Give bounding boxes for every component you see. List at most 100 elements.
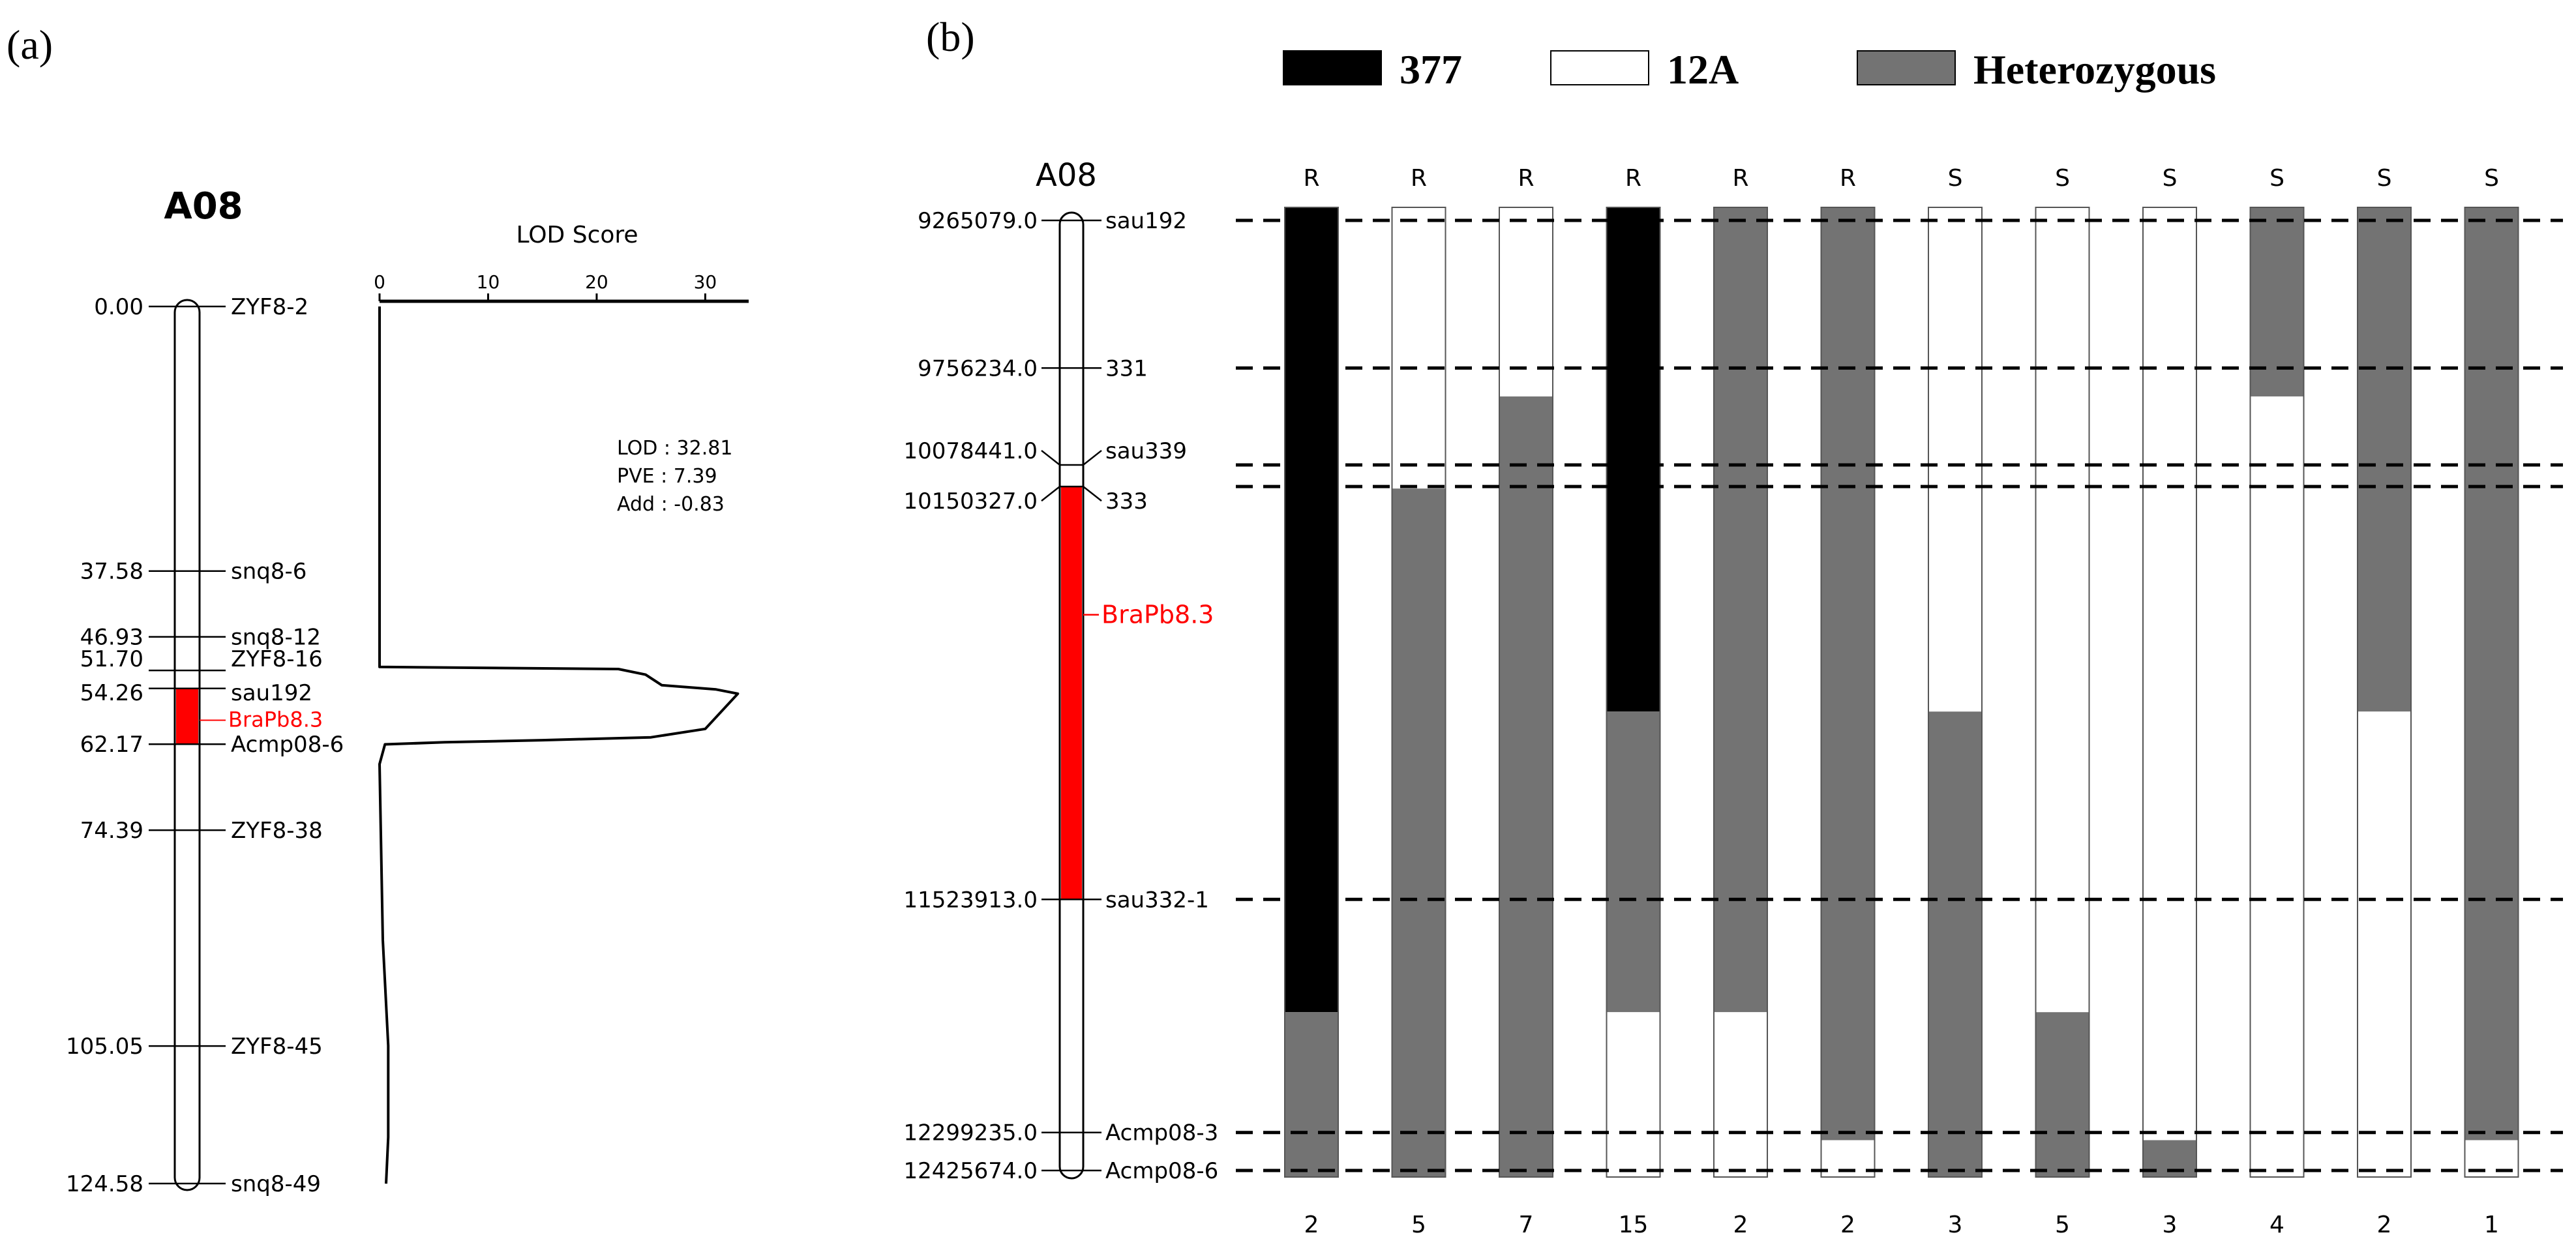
lod-tick-label: 20 bbox=[585, 271, 608, 293]
marker-name-b: 331 bbox=[1105, 355, 1148, 381]
marker-position-a: 37.58 bbox=[80, 559, 143, 585]
phenotype-label: R bbox=[1732, 165, 1748, 192]
individual-count: 1 bbox=[2484, 1212, 2499, 1238]
genotype-segment bbox=[2035, 207, 2089, 1013]
legend-swatch bbox=[1283, 50, 1382, 85]
phenotype-label: S bbox=[2163, 165, 2178, 192]
phenotype-label: S bbox=[2377, 165, 2392, 192]
marker-position-b: 9265079.0 bbox=[918, 208, 1038, 234]
marker-position-b: 12425674.0 bbox=[904, 1158, 1038, 1184]
genotype-bar-outline bbox=[1820, 207, 1876, 1178]
genotype-bar-outline bbox=[1928, 207, 1983, 1178]
marker-name-a: snq8-12 bbox=[231, 625, 321, 651]
individual-count: 5 bbox=[1411, 1212, 1426, 1238]
marker-position-a: 124.58 bbox=[66, 1171, 143, 1197]
genotype-bar-outline bbox=[2142, 207, 2197, 1178]
genotype-segment bbox=[2143, 207, 2196, 1140]
qtl-label-b: BraPb8.3 bbox=[1101, 601, 1214, 629]
panel-a-chromosome-title: A08 bbox=[164, 185, 243, 228]
chromosome-a08-bar bbox=[173, 299, 201, 1191]
marker-line-b bbox=[1041, 449, 1102, 466]
panel-b-physical-map: 9265079.0 sau192 9756234.0 331 10078441.0 sau… bbox=[904, 208, 1219, 1184]
individual-count: 2 bbox=[1840, 1212, 1855, 1238]
marker-name-b: sau332-1 bbox=[1105, 887, 1209, 913]
phenotype-label: R bbox=[1303, 165, 1319, 192]
genotype-segment bbox=[1285, 207, 1338, 1013]
qtl-region-a bbox=[176, 688, 198, 745]
qtl-label-a: BraPb8.3 bbox=[228, 708, 323, 732]
marker-name-a: ZYF8-16 bbox=[231, 646, 323, 672]
marker-name-b: sau192 bbox=[1105, 208, 1187, 234]
genotype-bar-outline bbox=[2035, 207, 2090, 1178]
genotype-segment bbox=[2035, 1012, 2089, 1177]
marker-position-a: 62.17 bbox=[80, 732, 143, 758]
legend-label: 12A bbox=[1667, 46, 1739, 93]
genotype-segment bbox=[1928, 711, 1982, 1177]
phenotype-label: R bbox=[1411, 165, 1427, 192]
marker-position-a: 54.26 bbox=[80, 680, 143, 706]
marker-position-a: 46.93 bbox=[80, 625, 143, 651]
phenotype-label: R bbox=[1518, 165, 1534, 192]
genotype-segment bbox=[2358, 207, 2411, 712]
marker-position-b: 10150327.0 bbox=[904, 488, 1038, 514]
panel-b-label: (b) bbox=[926, 14, 975, 60]
genotype-segment bbox=[2250, 207, 2304, 396]
genotype-bar-outline bbox=[1391, 207, 1446, 1178]
lod-stat-lod: LOD : 32.81 bbox=[617, 437, 732, 460]
marker-name-a: ZYF8-38 bbox=[231, 818, 323, 844]
genotype-bar-outline bbox=[1499, 207, 1553, 1178]
panel-a-label: (a) bbox=[7, 22, 53, 68]
marker-name-b: Acmp08-3 bbox=[1105, 1120, 1218, 1146]
marker-line-b bbox=[1041, 485, 1102, 502]
individual-count: 15 bbox=[1619, 1212, 1649, 1238]
marker-position-b: 11523913.0 bbox=[904, 887, 1038, 913]
genotype-segment bbox=[1392, 488, 1446, 1177]
marker-name-a: snq8-6 bbox=[231, 559, 307, 585]
panel-a-lod-plot: LOD Score LOD : 32.81 PVE : 7.39 Add : -… bbox=[374, 222, 749, 1184]
marker-position-a: 51.70 bbox=[80, 646, 143, 672]
panel-b-chromosome-title: A08 bbox=[1036, 157, 1097, 194]
marker-position-a: 0.00 bbox=[94, 294, 143, 320]
marker-position-b: 10078441.0 bbox=[904, 438, 1038, 464]
marker-name-b: sau339 bbox=[1105, 438, 1187, 464]
marker-name-b: Acmp08-6 bbox=[1105, 1158, 1218, 1184]
genotype-segment bbox=[2464, 207, 2519, 1140]
genotype-segment bbox=[1499, 396, 1553, 1177]
marker-name-a: sau192 bbox=[231, 680, 312, 706]
marker-name-a: snq8-49 bbox=[231, 1171, 321, 1197]
genotype-bar-outline bbox=[1606, 207, 1661, 1178]
legend-label: Heterozygous bbox=[1973, 46, 2216, 93]
genotype-segment bbox=[1714, 1012, 1767, 1177]
marker-name-b: 333 bbox=[1105, 488, 1148, 514]
genotype-segment bbox=[1285, 1012, 1338, 1177]
genotype-segment bbox=[1821, 207, 1875, 1140]
genotype-bar-outline bbox=[2464, 207, 2519, 1178]
phenotype-label: S bbox=[2055, 165, 2070, 192]
marker-name-a: ZYF8-45 bbox=[231, 1034, 323, 1060]
marker-position-a: 74.39 bbox=[80, 818, 143, 844]
genotype-segment bbox=[1392, 207, 1446, 489]
marker-position-b: 9756234.0 bbox=[918, 355, 1038, 381]
legend-swatch bbox=[1857, 50, 1956, 85]
phenotype-label: R bbox=[1840, 165, 1856, 192]
phenotype-label: S bbox=[1948, 165, 1963, 192]
genotype-segment bbox=[2250, 396, 2304, 1177]
lod-tick-label: 0 bbox=[374, 271, 385, 293]
genotype-segment bbox=[1499, 207, 1553, 396]
lod-stat-add: Add : -0.83 bbox=[617, 493, 725, 516]
individual-count: 5 bbox=[2055, 1212, 2070, 1238]
genotype-segment bbox=[1928, 207, 1982, 712]
individual-count: 3 bbox=[2163, 1212, 2178, 1238]
individual-count: 7 bbox=[1519, 1212, 1534, 1238]
marker-position-a: 105.05 bbox=[66, 1034, 143, 1060]
lod-stat-pve: PVE : 7.39 bbox=[617, 465, 717, 488]
phenotype-label: S bbox=[2269, 165, 2284, 192]
genotype-segment bbox=[1606, 207, 1660, 712]
marker-name-a: ZYF8-2 bbox=[231, 294, 308, 320]
genotype-segment bbox=[1714, 207, 1767, 1013]
lod-tick-label: 10 bbox=[477, 271, 500, 293]
individual-count: 2 bbox=[1733, 1212, 1748, 1238]
